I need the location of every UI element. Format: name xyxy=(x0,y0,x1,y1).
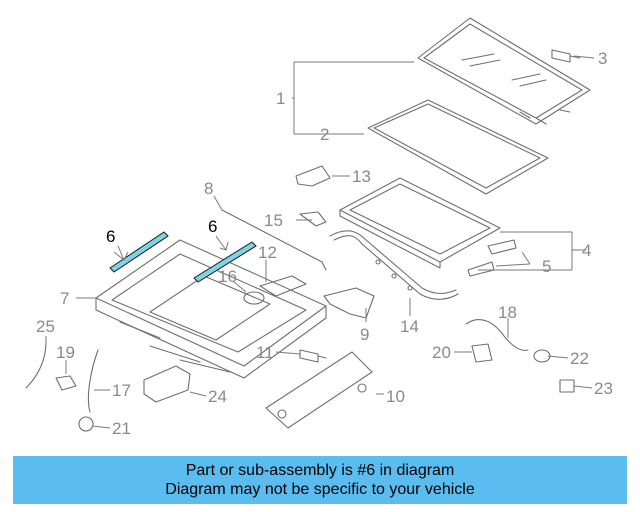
part-15-spacer xyxy=(299,211,327,227)
callout-6-left: 6 xyxy=(106,227,115,246)
callout-10: 10 xyxy=(386,387,405,406)
callout-9: 9 xyxy=(360,325,369,344)
callout-25: 25 xyxy=(36,317,55,336)
callout-15: 15 xyxy=(264,211,283,230)
callout-20: 20 xyxy=(432,343,451,362)
part-18-drain-hose xyxy=(465,319,529,351)
callout-6-right: 6 xyxy=(208,217,217,236)
part-5-rails xyxy=(467,239,517,277)
callout-19: 19 xyxy=(56,343,75,362)
part-21-clip xyxy=(78,416,94,432)
part-3-bolt xyxy=(551,49,581,63)
callout-3: 3 xyxy=(598,49,607,68)
part-17-hose xyxy=(87,349,99,413)
part-6-guide-rail-right xyxy=(193,241,257,283)
callout-8: 8 xyxy=(204,179,213,198)
callout-4: 4 xyxy=(582,241,591,260)
callout-5: 5 xyxy=(542,257,551,276)
callout-13: 13 xyxy=(352,167,371,186)
part-10-shade xyxy=(265,351,373,429)
banner-line-disclaimer: Diagram may not be specific to your vehi… xyxy=(165,481,475,498)
part-14-drain-channel xyxy=(329,230,459,300)
callout-14: 14 xyxy=(400,317,419,336)
part-12-guide xyxy=(259,275,307,297)
part-19-clip xyxy=(55,375,77,391)
part-24-motor xyxy=(143,365,191,403)
callout-2: 2 xyxy=(320,125,329,144)
part-11-bolt xyxy=(299,349,327,363)
part-13-clip xyxy=(295,165,331,187)
info-banner: Part or sub-assembly is #6 in diagram Di… xyxy=(13,456,627,504)
callout-17: 17 xyxy=(112,381,131,400)
part-7-main-frame xyxy=(95,239,327,379)
part-4-frame xyxy=(339,177,501,269)
callout-11: 11 xyxy=(256,343,274,362)
part-1-glass-panel xyxy=(417,17,591,125)
callout-22: 22 xyxy=(570,349,589,368)
leader-lines xyxy=(45,55,595,429)
callout-23: 23 xyxy=(594,379,613,398)
part-22-plug xyxy=(533,349,551,363)
part-6-guide-rail-left xyxy=(109,231,169,273)
part-2-seal xyxy=(367,99,549,195)
part-8-cable xyxy=(221,209,327,271)
part-23-valve xyxy=(559,379,575,393)
part-16-cap xyxy=(243,291,265,305)
callout-16: 16 xyxy=(218,267,237,286)
callout-12: 12 xyxy=(258,243,277,262)
callout-7: 7 xyxy=(60,289,69,308)
part-25-drain-tube xyxy=(25,341,47,389)
banner-line-part-info: Part or sub-assembly is #6 in diagram xyxy=(185,462,455,479)
callout-24: 24 xyxy=(208,387,227,406)
part-20-grommet xyxy=(471,343,493,363)
callout-18: 18 xyxy=(498,303,517,322)
callout-1: 1 xyxy=(276,89,285,108)
callout-21: 21 xyxy=(112,419,131,438)
